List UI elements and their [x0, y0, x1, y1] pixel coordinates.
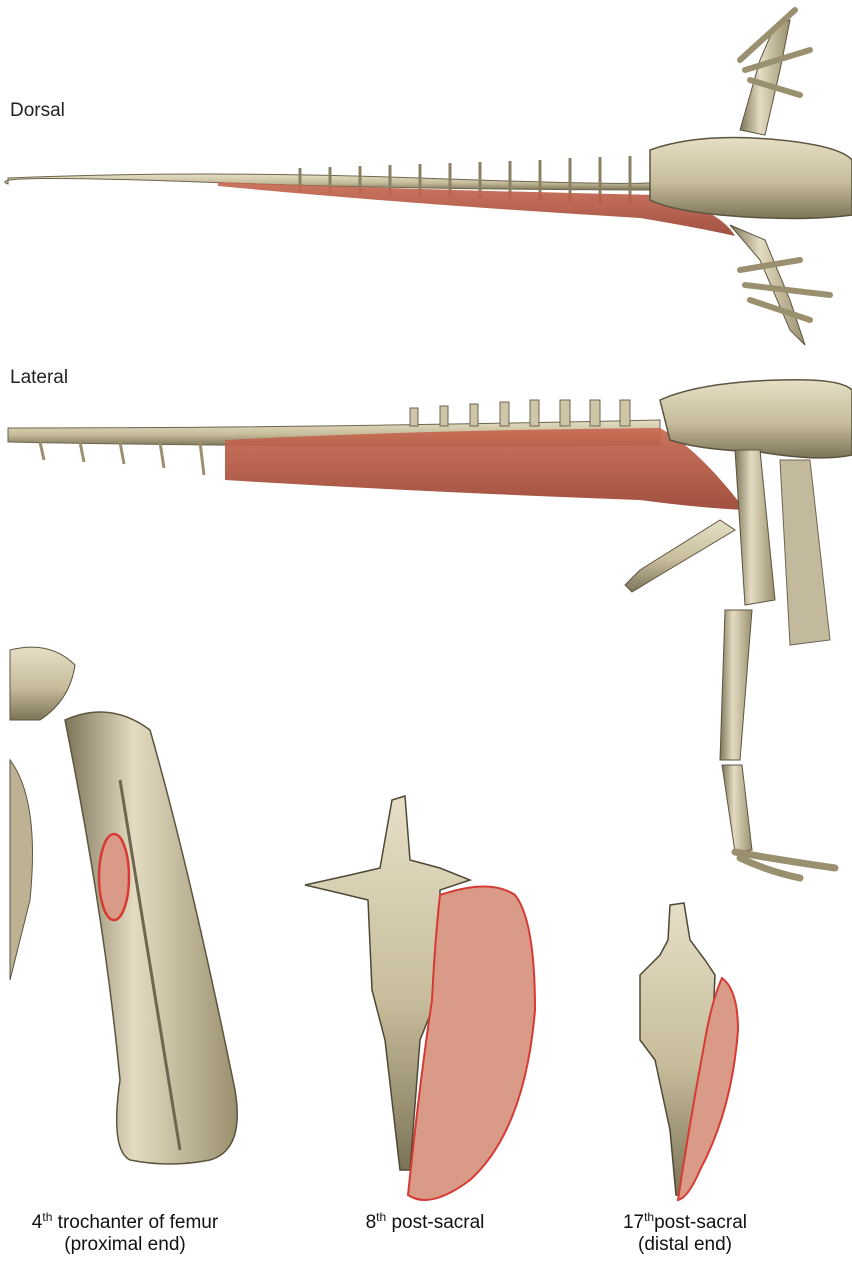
lateral-ischium: [625, 520, 735, 592]
lateral-right-leg: [780, 460, 830, 645]
lateral-neural-spines: [410, 400, 630, 426]
dorsal-foot-lower: [740, 260, 830, 320]
post-sacral-17-section: [640, 903, 738, 1200]
lateral-pelvis: [660, 380, 852, 458]
post-sacral-8-caption-ordinal: th: [376, 1210, 386, 1224]
femur-shaft: [65, 712, 237, 1164]
lateral-metatarsal: [722, 765, 752, 852]
femur-caption-line2: (proximal end): [0, 1234, 250, 1256]
dorsal-view-label: Dorsal: [10, 100, 65, 122]
femur-adjacent-bone: [10, 760, 33, 980]
lateral-tibia: [720, 610, 752, 760]
femur-head: [10, 647, 75, 720]
post-sacral-17-caption-line2: (distal end): [595, 1234, 775, 1256]
femur-detail: [10, 647, 237, 1164]
post-sacral-17-caption-number: 17: [623, 1212, 644, 1233]
post-sacral-8-caption-number: 8: [366, 1212, 377, 1233]
post-sacral-17-caption: 17thpost-sacral (distal end): [595, 1212, 775, 1256]
femur-caption: 4th trochanter of femur (proximal end): [0, 1212, 250, 1256]
post-sacral-8-caption: 8th post-sacral: [345, 1212, 505, 1234]
dorsal-pelvis: [650, 138, 852, 219]
lateral-chevrons: [40, 442, 204, 475]
fourth-trochanter-highlight: [99, 834, 129, 920]
lateral-femur: [735, 450, 775, 605]
post-sacral-8-caption-text: post-sacral: [386, 1212, 484, 1233]
lateral-view-label: Lateral: [10, 367, 68, 389]
lateral-caudofemoralis-muscle: [225, 428, 745, 510]
femur-caption-number: 4: [32, 1212, 43, 1233]
post-sacral-8-section: [305, 796, 535, 1200]
lateral-toes: [735, 852, 835, 878]
post-sacral-17-caption-ordinal: th: [644, 1210, 654, 1224]
post-sacral-17-caption-text: post-sacral: [654, 1212, 747, 1233]
dorsal-view: [5, 10, 852, 345]
femur-caption-ordinal: th: [42, 1210, 52, 1224]
femur-caption-text: trochanter of femur: [52, 1212, 218, 1233]
